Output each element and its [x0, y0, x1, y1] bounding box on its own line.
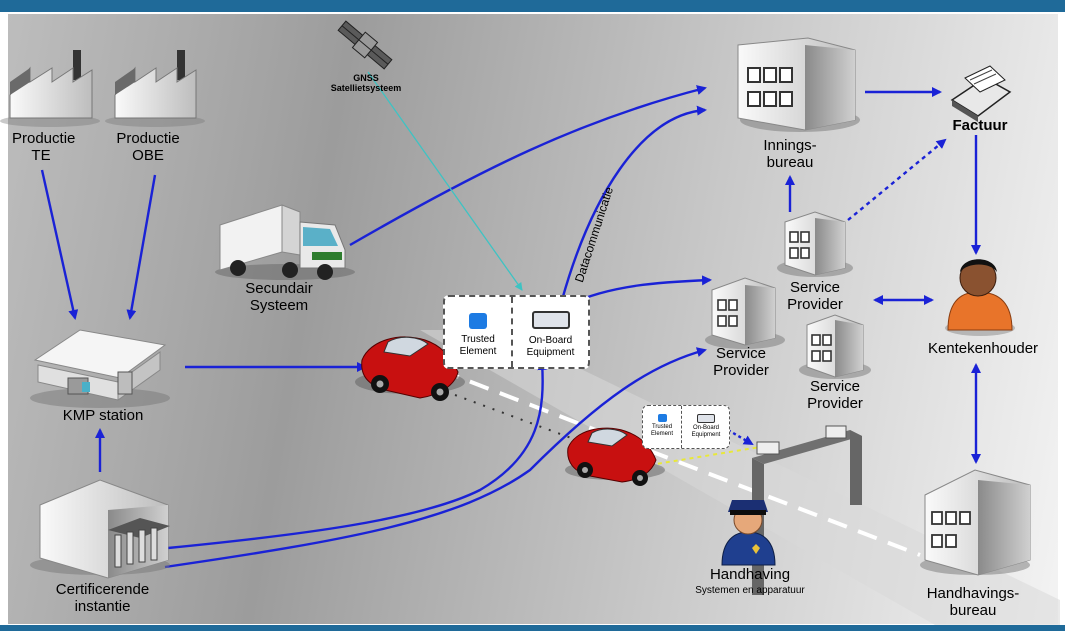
label-service-provider-top: Service Provider [787, 279, 843, 313]
top-frame-bar [0, 0, 1065, 12]
obe-device-icon-small [697, 414, 715, 423]
factory-obe-icon [105, 50, 205, 127]
trusted-element-cell: Trusted Element [445, 297, 513, 367]
road-surface [420, 330, 1060, 625]
truck-icon [215, 204, 355, 280]
arrow-obe-gantry-dashed [727, 428, 754, 446]
service-provider-building-1-icon [705, 277, 785, 349]
label-handhaving-sub: Systemen en apparatuur [695, 585, 805, 596]
obe-cell: On-Board Equipment [513, 297, 588, 367]
trusted-element-icon-small [657, 414, 667, 422]
arrow-secundair-innings [349, 85, 707, 247]
service-provider-building-3-icon [799, 314, 871, 379]
trusted-element-icon [469, 313, 487, 329]
label-handhaving: Handhaving [709, 566, 791, 583]
obe-unit-box-small: Trusted Element On-Board Equipment [642, 405, 730, 449]
invoice-printer-icon [950, 65, 1012, 122]
obe-label-small: On-Board Equipment [691, 425, 721, 438]
satellite-icon [337, 20, 393, 70]
arrow-cert-obe [167, 360, 548, 550]
label-productie-obe: Productie OBE [116, 130, 180, 164]
label-service-provider-right: Service Provider [807, 378, 863, 412]
trusted-element-label: Trusted Element [459, 334, 497, 357]
certification-building-icon [30, 479, 170, 579]
factory-te-icon [0, 50, 100, 127]
label-handhavingsbureau: Handhavings- bureau [926, 585, 1020, 619]
trusted-element-label-small: Trusted Element [650, 424, 673, 437]
gnss-link [367, 71, 523, 291]
label-secundair-systeem: Secundair Systeem [245, 280, 313, 314]
label-service-provider-left: Service Provider [713, 345, 769, 379]
car-path-dotted [454, 394, 591, 446]
arrow-obe-kmp [126, 174, 157, 320]
bottom-frame-bar [0, 625, 1065, 631]
obe-device-icon [531, 311, 570, 329]
label-kentekenhouder: Kentekenhouder [927, 340, 1039, 357]
label-inningsbureau: Innings- bureau [763, 137, 817, 171]
label-gnss: GNSS Satellietsysteem [330, 73, 402, 93]
car-1-icon [355, 336, 465, 401]
kmp-station-icon [30, 329, 170, 408]
arrow-te-kmp [40, 169, 79, 320]
road-marking [439, 368, 921, 557]
handhavingsbureau-building-icon [920, 469, 1031, 576]
label-certificerende-instantie: Certificerende instantie [55, 581, 150, 615]
person-kentekenhouder-icon [945, 259, 1015, 336]
service-provider-building-2-icon [777, 211, 853, 277]
arrow-obe-innings [560, 105, 707, 301]
label-kmp-station: KMP station [62, 407, 144, 424]
arrow-cert-sp1 [164, 347, 707, 569]
arrow-sp-factuur-dashed [847, 138, 947, 221]
dsrc-link [649, 446, 761, 466]
car-2-icon [565, 427, 665, 486]
trusted-element-cell-small: Trusted Element [643, 406, 682, 448]
obe-unit-box: Trusted Element On-Board Equipment [443, 295, 590, 369]
police-officer-icon [721, 500, 776, 566]
label-productie-te: Productie TE [12, 130, 76, 164]
obe-label: On-Board Equipment [526, 335, 575, 358]
label-factuur: Factuur [952, 117, 1008, 134]
obe-cell-small: On-Board Equipment [683, 406, 729, 448]
inningsbureau-building-icon [737, 37, 860, 132]
